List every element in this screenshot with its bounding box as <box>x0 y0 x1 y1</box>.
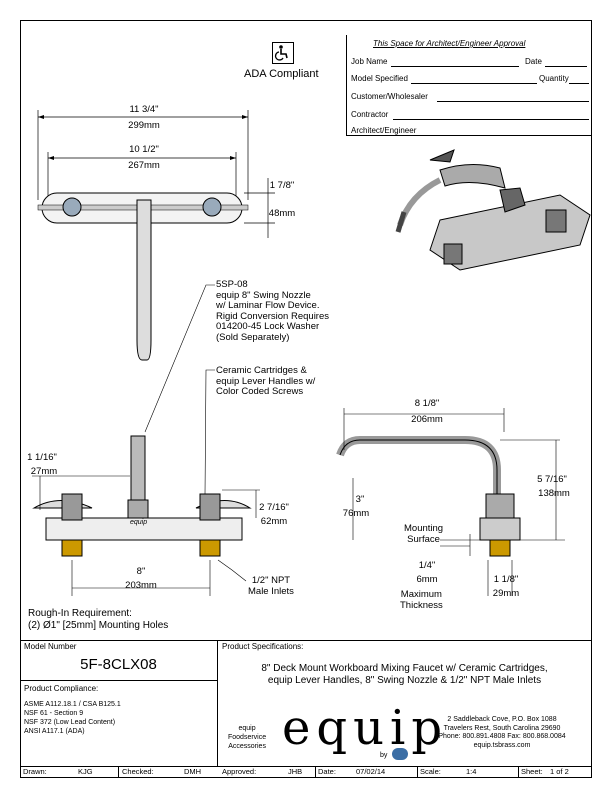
checked-value: DMH <box>184 767 202 776</box>
nozzle-height-in: 1 1/16" <box>27 452 57 463</box>
nozzle-height-mm: 27mm <box>30 466 58 477</box>
spout-in: 3" <box>355 494 365 505</box>
approval-title: This Space for Architect/Engineer Approv… <box>373 39 526 48</box>
checked-label: Checked: <box>122 767 154 776</box>
overall-width-mm: 299mm <box>128 120 160 131</box>
centers-width-mm: 267mm <box>128 160 160 171</box>
scale-value: 1:4 <box>466 767 477 776</box>
drawing-sheet <box>20 20 592 778</box>
compliance-label: Product Compliance: <box>24 684 99 693</box>
specs-line1: 8" Deck Mount Workboard Mixing Faucet w/… <box>261 663 548 674</box>
model-specified-field[interactable]: Model Specified <box>351 74 408 83</box>
date-value: 07/02/14 <box>356 767 386 776</box>
specs-label: Product Specifications: <box>222 642 304 651</box>
scale-label: Scale: <box>420 767 441 776</box>
overall-width-in: 11 3/4" <box>129 104 159 115</box>
front-centers-mm: 203mm <box>125 580 157 591</box>
technical-drawing <box>32 110 591 596</box>
shank-in: 1 1/8" <box>493 574 519 585</box>
approved-value: JHB <box>288 767 303 776</box>
equip-logo: equip <box>282 700 449 756</box>
depth-in: 1 7/8" <box>269 180 295 191</box>
ada-icon <box>272 42 294 64</box>
specs-line2: equip Lever Handles, 8" Swing Nozzle & 1… <box>267 675 542 686</box>
date-field[interactable]: Date <box>525 57 542 66</box>
quantity-field[interactable]: Quantity <box>539 74 569 83</box>
sheet-value: 1 of 2 <box>550 767 569 776</box>
rough-in-detail: (2) Ø1" [25mm] Mounting Holes <box>28 620 169 631</box>
rough-in-title: Rough-In Requirement: <box>28 608 132 619</box>
job-name-field[interactable]: Job Name <box>351 57 388 66</box>
drawn-value: KJG <box>78 767 93 776</box>
model-number-label: Model Number <box>24 642 77 651</box>
handle-height-mm: 62mm <box>260 516 288 527</box>
ada-label: ADA Compliant <box>244 68 319 80</box>
thickness-mm: 6mm <box>416 574 438 585</box>
architect-field[interactable]: Architect/Engineer <box>351 126 417 135</box>
contractor-field[interactable]: Contractor <box>351 110 389 119</box>
ts-logo-icon <box>392 748 408 760</box>
date-label: Date: <box>318 767 336 776</box>
model-number: 5F-8CLX08 <box>80 656 157 673</box>
front-brand-mark: equip <box>130 519 148 526</box>
drawn-label: Drawn: <box>23 767 47 776</box>
height-in: 5 7/16" <box>537 474 567 485</box>
title-block-bar: Drawn: KJG Checked: DMH Approved: JHB Da… <box>20 766 592 778</box>
customer-field[interactable]: Customer/Wholesaler <box>351 92 428 101</box>
centers-width-in: 10 1/2" <box>129 144 159 155</box>
reach-in: 8 1/8" <box>414 398 440 409</box>
handle-height-in: 2 7/16" <box>259 502 289 513</box>
front-centers-in: 8" <box>136 566 146 577</box>
reach-mm: 206mm <box>411 414 443 425</box>
depth-mm: 48mm <box>268 208 296 219</box>
cartridge-callout: Ceramic Cartridges &equip Lever Handles … <box>216 365 316 397</box>
brand-by: by <box>380 752 388 759</box>
thickness-in: 1/4" <box>418 560 436 571</box>
height-mm: 138mm <box>538 488 570 499</box>
approved-label: Approved: <box>222 767 257 776</box>
spout-mm: 76mm <box>342 508 370 519</box>
approval-box: This Space for Architect/Engineer Approv… <box>346 35 591 136</box>
shank-mm: 29mm <box>492 588 520 599</box>
sheet-label: Sheet: <box>521 767 543 776</box>
